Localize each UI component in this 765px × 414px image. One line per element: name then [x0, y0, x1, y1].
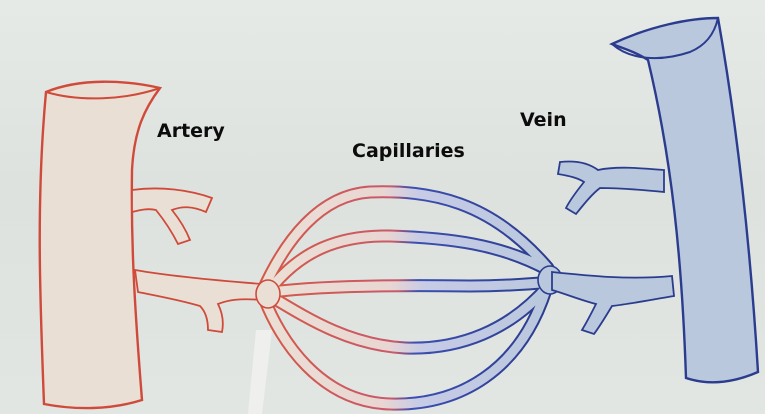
artery-upper-branch	[132, 188, 212, 244]
vein-upper-branch	[558, 161, 664, 214]
artery-vessel	[40, 82, 262, 408]
vein-vessel	[552, 18, 758, 382]
vein-label: Vein	[520, 109, 567, 131]
artery-lower-branch	[135, 270, 262, 332]
paper-shadow	[248, 330, 272, 414]
artery-body	[40, 82, 160, 408]
artery-label: Artery	[157, 120, 225, 142]
capillary-bed	[256, 192, 562, 404]
arterial-junction	[256, 280, 280, 308]
vein-body	[612, 18, 758, 382]
vein-lower-branch	[552, 272, 674, 334]
capillaries-label: Capillaries	[352, 140, 465, 162]
